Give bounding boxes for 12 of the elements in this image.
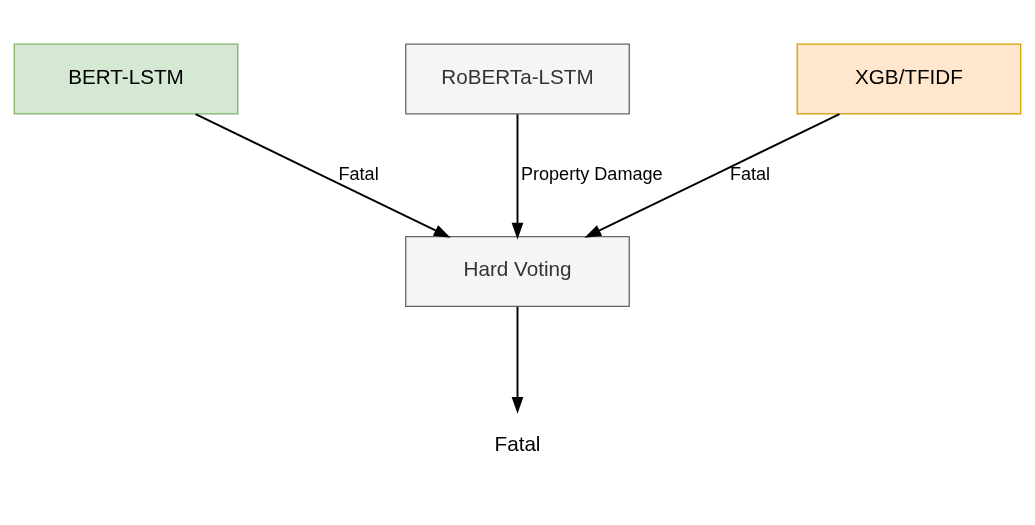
node-box: Hard Voting (405, 236, 630, 308)
node-box: XGB/TFIDF (796, 43, 1022, 115)
node-text: Fatal (494, 431, 541, 455)
edge-label: Fatal (338, 164, 379, 185)
node-box: RoBERTa-LSTM (405, 43, 630, 115)
edge-label: Property Damage (520, 164, 663, 185)
arrow (511, 113, 524, 240)
arrow (194, 113, 451, 238)
arrow (511, 305, 524, 414)
node-box: BERT-LSTM (13, 43, 239, 115)
arrow (584, 113, 841, 238)
edge-label: Fatal (729, 164, 771, 185)
